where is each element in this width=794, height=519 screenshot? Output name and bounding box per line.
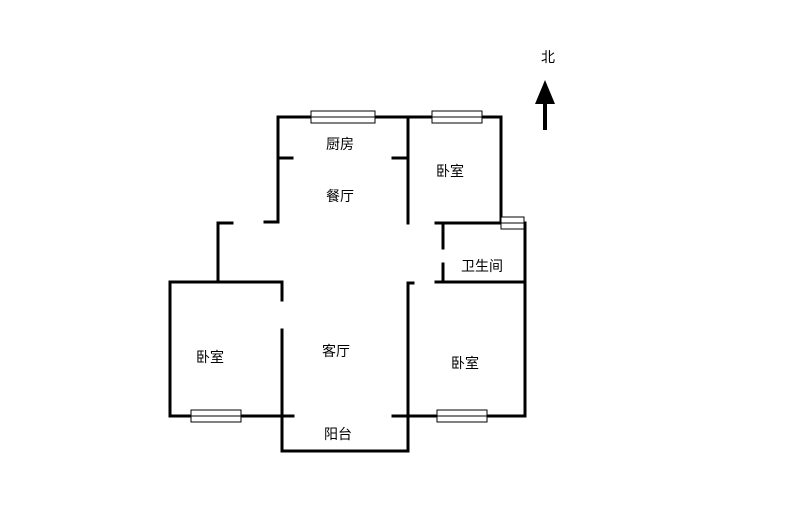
window-bedroom-south — [436, 409, 488, 423]
room-label-bedroom-south: 卧室 — [451, 356, 479, 372]
windows — [190, 110, 525, 423]
room-label-kitchen: 厨房 — [326, 137, 354, 153]
window-bedroom-north — [431, 110, 483, 124]
room-label-balcony: 阳台 — [324, 427, 352, 443]
room-label-living: 客厅 — [322, 344, 350, 360]
window-bedroom-west — [190, 409, 242, 423]
room-label-bathroom: 卫生间 — [461, 259, 503, 275]
north-arrow-icon — [535, 80, 555, 130]
room-label-bedroom-west: 卧室 — [196, 350, 224, 366]
walls — [168, 115, 527, 453]
compass-label: 北 — [541, 50, 555, 66]
room-label-dining: 餐厅 — [326, 189, 354, 205]
room-label-bedroom-north: 卧室 — [436, 164, 464, 180]
window-kitchen — [310, 110, 376, 124]
window-bathroom — [500, 216, 525, 230]
